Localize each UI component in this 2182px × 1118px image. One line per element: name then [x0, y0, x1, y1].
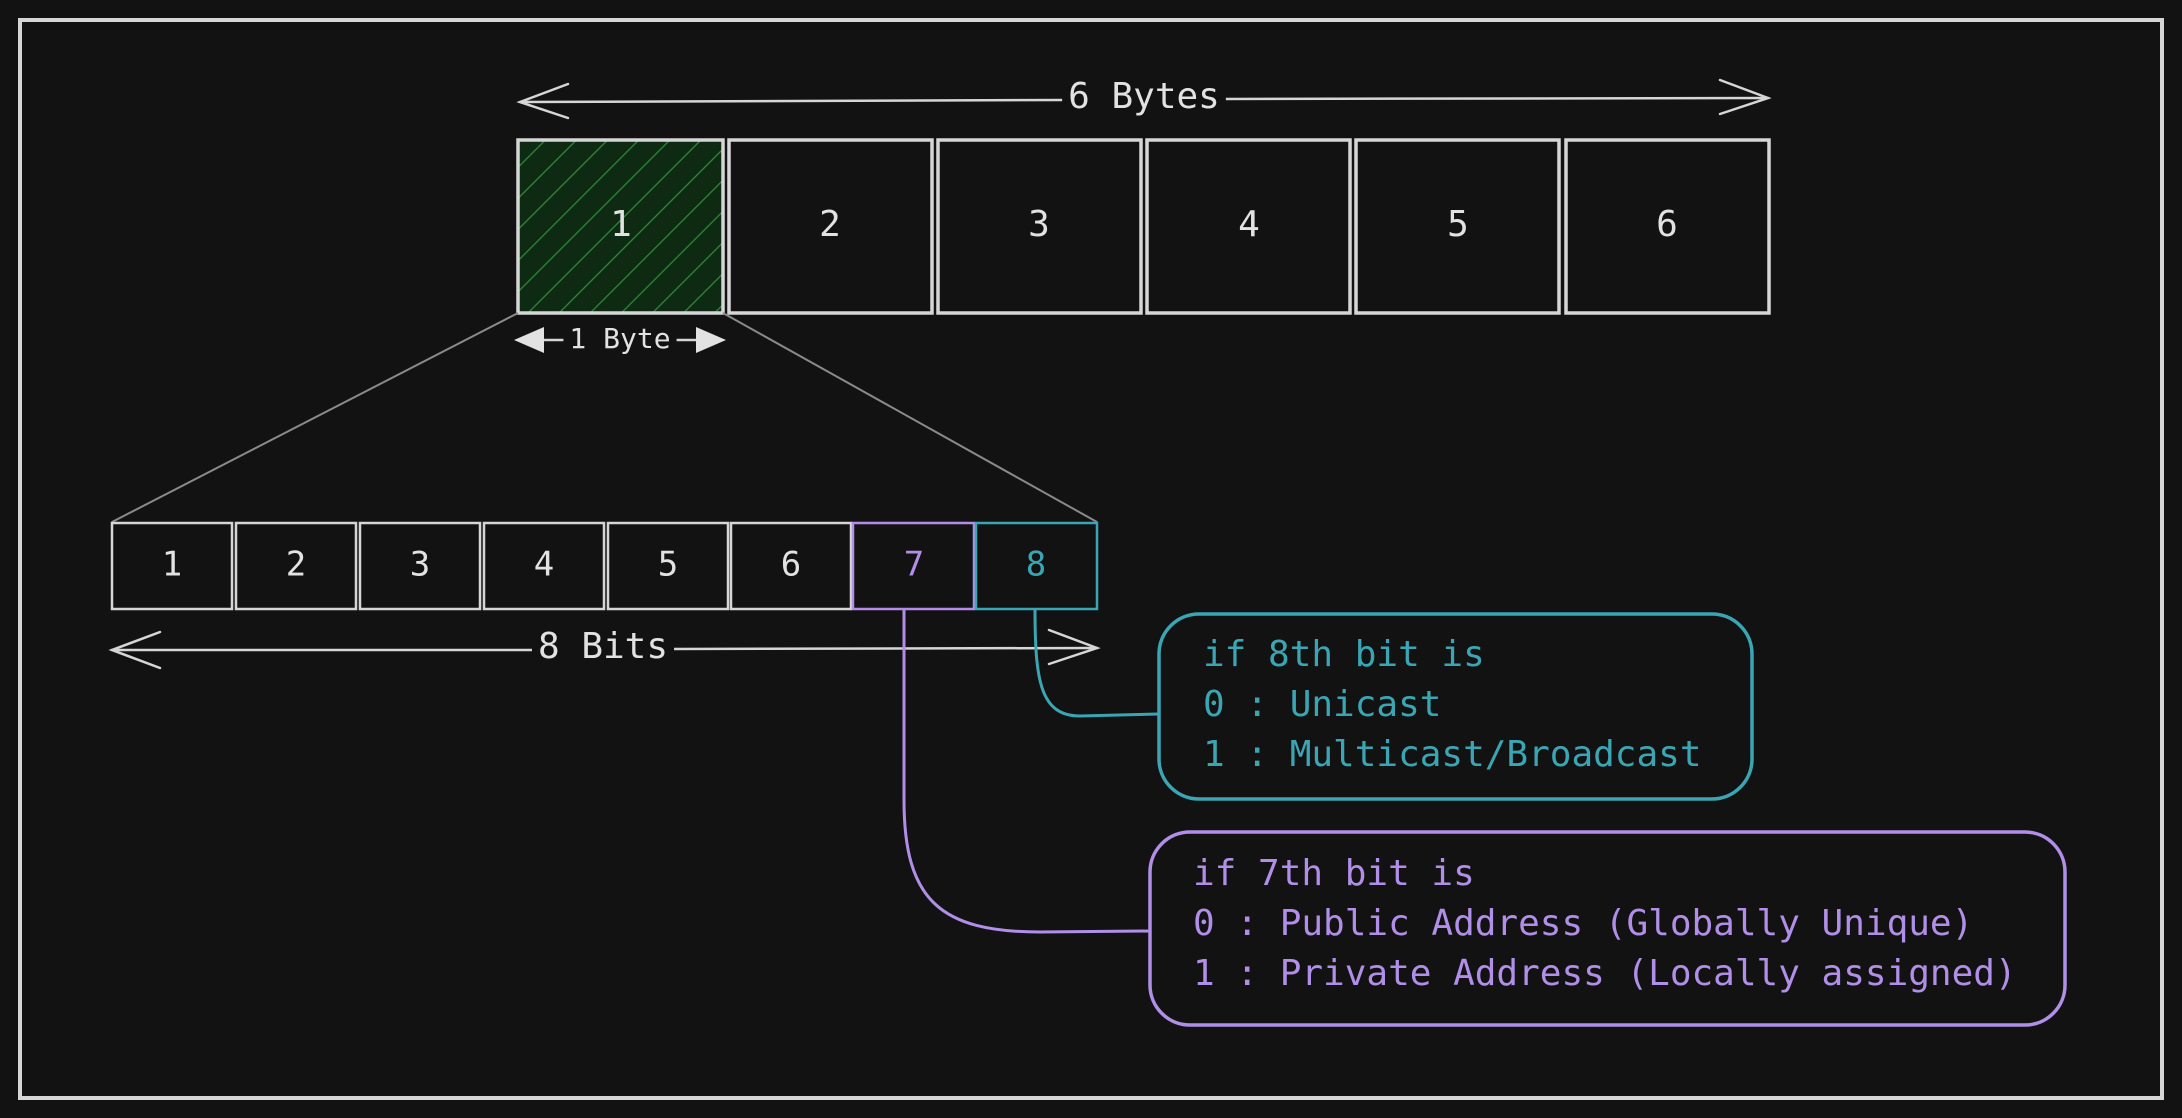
byte-3-box — [936, 138, 1143, 315]
bit-8-note-line3: 1 : Multicast/Broadcast — [1203, 734, 1702, 775]
bit-8-note-box — [1157, 612, 1754, 801]
bit-4-label: 4 — [534, 545, 554, 585]
bit-7-note-line3: 1 : Private Address (Locally assigned) — [1193, 953, 2017, 994]
bit-7-connector — [902, 609, 1151, 934]
bit-8-connector — [1033, 608, 1159, 718]
bit-7-note-line2: 0 : Public Address (Globally Unique) — [1193, 903, 1973, 944]
bit-8-note-line1: if 8th bit is — [1203, 634, 1485, 675]
byte-3-label: 3 — [1028, 204, 1050, 245]
bit-7-box — [851, 521, 976, 611]
bit-2-label: 2 — [286, 545, 306, 585]
bit-7-note-line1: if 7th bit is — [1193, 853, 1475, 894]
byte-5-label: 5 — [1447, 204, 1469, 245]
bits-span-arrow — [108, 628, 1101, 670]
bit-2-box — [234, 521, 358, 611]
byte-6-label: 6 — [1656, 204, 1678, 245]
bit-6-label: 6 — [781, 545, 801, 585]
bit-7-note: if 7th bit is 0 : Public Address (Global… — [1148, 830, 2067, 1027]
bits-span-label: 8 Bits — [538, 626, 668, 667]
byte-5-box — [1354, 138, 1561, 315]
bit-3-box — [358, 521, 482, 611]
byte-row: 1 2 3 4 5 6 — [516, 138, 1771, 315]
byte-span-label: 1 Byte — [569, 322, 670, 355]
bits-span-label-mask — [531, 624, 675, 669]
byte-span-arrow — [514, 327, 726, 353]
bytes-span-label: 6 Bytes — [1068, 76, 1220, 117]
bit-1-label: 1 — [162, 545, 182, 585]
byte-span-label-mask — [563, 320, 677, 357]
bit-6-box — [729, 521, 853, 611]
bit-1-box — [110, 521, 234, 611]
byte-2-label: 2 — [819, 204, 841, 245]
bit-4-box — [482, 521, 606, 611]
byte-2-box — [727, 138, 934, 315]
byte-1-box — [516, 138, 725, 315]
bit-row: 1 2 3 4 5 6 7 8 — [110, 521, 1099, 611]
bit-3-label: 3 — [410, 545, 430, 585]
byte-6-box — [1564, 138, 1771, 315]
bit-8-note-line2: 0 : Unicast — [1203, 684, 1441, 725]
bytes-span-label-mask — [1062, 74, 1226, 119]
byte-4-box — [1145, 138, 1352, 315]
byte-1-label: 1 — [610, 204, 632, 245]
bytes-span-arrow — [516, 78, 1772, 120]
bit-5-box — [606, 521, 730, 611]
outer-frame — [18, 18, 2164, 1100]
bit-8-label: 8 — [1026, 545, 1046, 585]
byte-4-label: 4 — [1238, 204, 1260, 245]
bit-7-note-box — [1148, 830, 2067, 1027]
zoom-lines — [111, 312, 1098, 523]
bit-8-note: if 8th bit is 0 : Unicast 1 : Multicast/… — [1157, 612, 1754, 801]
bit-5-label: 5 — [658, 545, 678, 585]
bit-7-label: 7 — [904, 545, 924, 585]
